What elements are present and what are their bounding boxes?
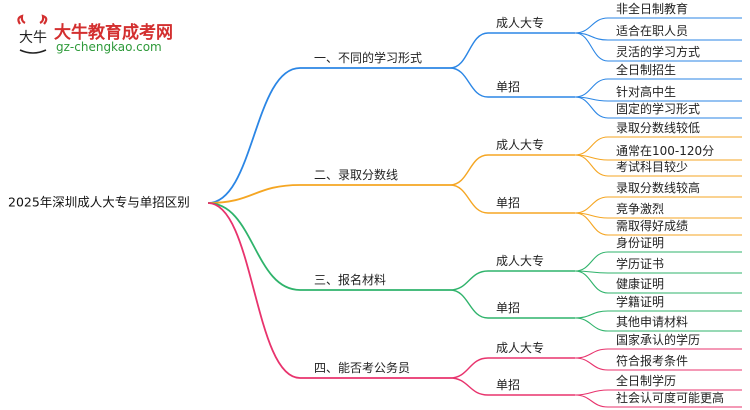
- branch-topic[interactable]: 四、能否考公务员: [314, 360, 410, 375]
- branch-topic[interactable]: 一、不同的学习形式: [314, 50, 422, 65]
- leaf-connector: [574, 348, 609, 359]
- group-connector: [449, 357, 489, 379]
- leaf-connector: [574, 212, 609, 236]
- leaf-topic[interactable]: 考试科目较少: [616, 159, 688, 174]
- group-connector: [449, 184, 489, 214]
- leaf-connector: [574, 17, 609, 34]
- leaf-topic[interactable]: 通常在100-120分: [616, 144, 714, 158]
- leaf-topic[interactable]: 学籍证明: [616, 294, 664, 309]
- leaf-topic[interactable]: 录取分数线较低: [616, 120, 700, 135]
- leaf-topic[interactable]: 非全日制教育: [616, 1, 688, 16]
- group-topic[interactable]: 成人大专: [496, 137, 544, 152]
- leaf-connector: [574, 270, 609, 294]
- leaf-connector: [574, 136, 609, 156]
- leaf-topic[interactable]: 社会认可度可能更高: [616, 390, 724, 405]
- leaf-connector: [574, 317, 609, 332]
- site-logo[interactable]: 大牛 大牛教育成考网 gz-chengkao.com: [14, 14, 214, 60]
- group-topic[interactable]: 成人大专: [496, 340, 544, 355]
- leaf-topic[interactable]: 全日制学历: [616, 373, 676, 388]
- group-topic[interactable]: 成人大专: [496, 15, 544, 30]
- leaf-topic[interactable]: 竞争激烈: [616, 202, 664, 216]
- group-connector: [449, 377, 489, 396]
- group-topic[interactable]: 单招: [496, 301, 520, 315]
- logo-site-url: gz-chengkao.com: [56, 40, 162, 54]
- leaf-connector: [574, 251, 609, 272]
- branch-connector: [207, 184, 301, 204]
- group-connector: [449, 289, 489, 319]
- group-topic[interactable]: 单招: [496, 80, 520, 94]
- leaf-connector: [574, 310, 609, 319]
- branch-topic[interactable]: 二、录取分数线: [314, 167, 398, 182]
- group-connector: [449, 270, 489, 291]
- group-connector: [449, 154, 489, 186]
- leaf-connector: [574, 32, 609, 62]
- leaf-topic[interactable]: 其他申请材料: [616, 315, 688, 329]
- bull-logo-icon: 大牛: [17, 14, 48, 54]
- logo-site-name: 大牛教育成考网: [54, 23, 173, 43]
- branch-topic[interactable]: 三、报名材料: [314, 272, 386, 287]
- leaf-connector: [574, 154, 609, 177]
- leaf-topic[interactable]: 需取得好成绩: [616, 218, 688, 233]
- branch-connector: [207, 202, 301, 291]
- leaf-topic[interactable]: 适合在职人员: [616, 23, 688, 38]
- leaf-topic[interactable]: 灵活的学习方式: [616, 44, 700, 59]
- leaf-connector: [574, 196, 609, 214]
- group-topic[interactable]: 单招: [496, 378, 520, 392]
- leaf-topic[interactable]: 身份证明: [616, 235, 664, 250]
- leaf-connector: [574, 96, 609, 119]
- leaf-topic[interactable]: 录取分数线较高: [616, 180, 700, 195]
- root-topic[interactable]: 2025年深圳成人大专与单招区别: [8, 195, 190, 210]
- leaf-topic[interactable]: 固定的学习形式: [616, 101, 700, 116]
- leaf-topic[interactable]: 针对高中生: [616, 84, 676, 99]
- leaf-topic[interactable]: 全日制招生: [616, 62, 676, 77]
- leaf-topic[interactable]: 符合报考条件: [616, 353, 688, 368]
- leaf-connector: [574, 394, 609, 408]
- leaf-topic[interactable]: 学历证书: [616, 256, 664, 271]
- group-connector: [449, 32, 489, 69]
- logo-mark: 大牛: [19, 30, 47, 46]
- group-topic[interactable]: 单招: [496, 196, 520, 210]
- group-connector: [449, 67, 489, 98]
- leaf-topic[interactable]: 国家承认的学历: [616, 332, 700, 347]
- branch-connector: [207, 202, 301, 379]
- leaf-connector: [574, 389, 609, 396]
- leaf-connector: [574, 357, 609, 371]
- branch-connector: [207, 67, 301, 204]
- leaf-topic[interactable]: 健康证明: [616, 276, 664, 291]
- group-topic[interactable]: 成人大专: [496, 253, 544, 268]
- leaf-connector: [574, 78, 609, 98]
